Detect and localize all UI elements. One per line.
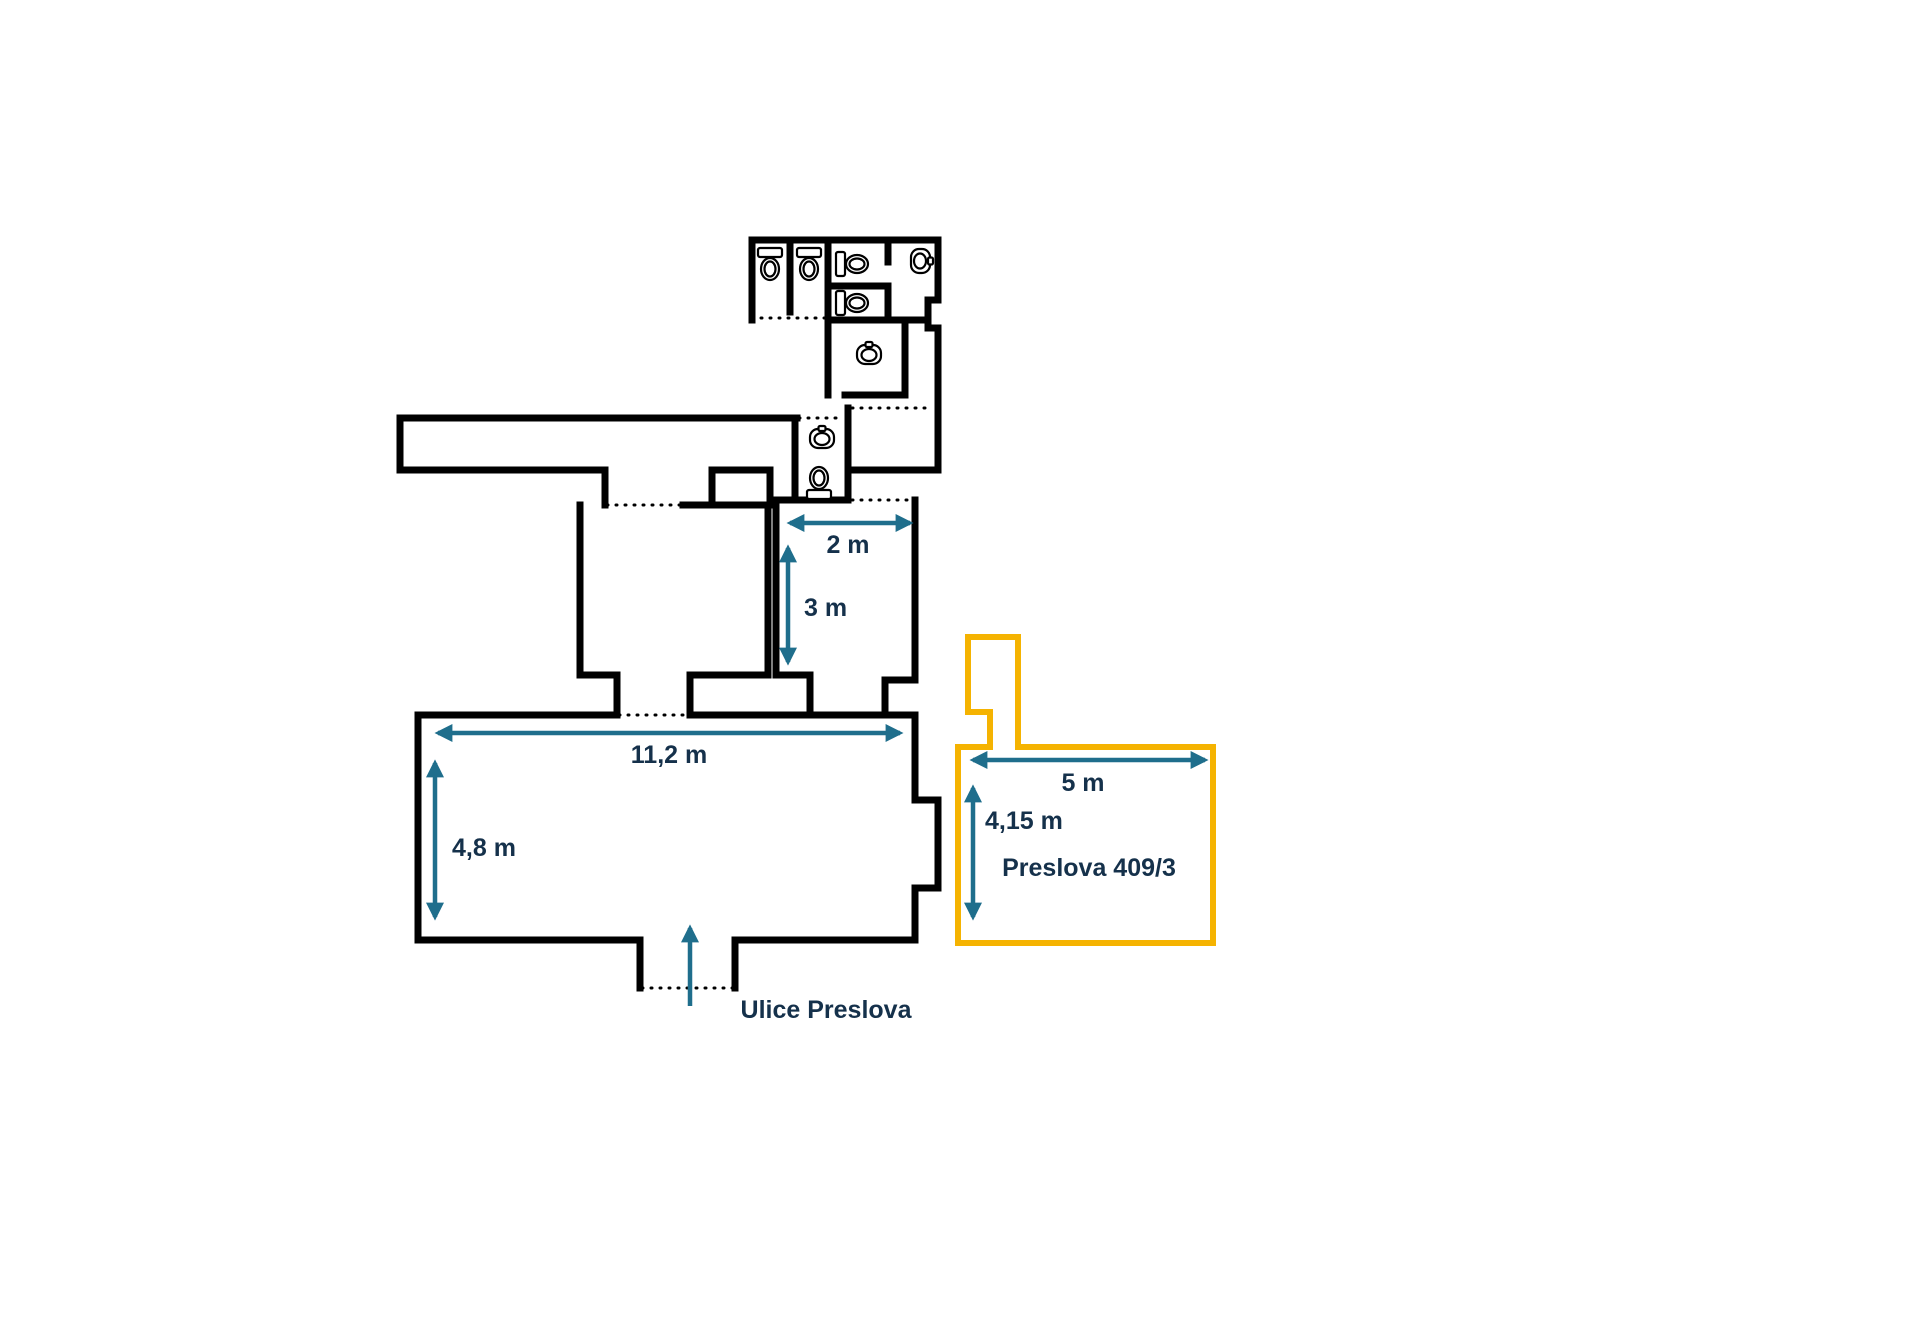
dimension-label: 4,15 m	[985, 807, 1063, 835]
toilet-icon	[805, 465, 833, 501]
dimension-label: 4,8 m	[452, 834, 516, 862]
sink-icon	[855, 340, 883, 366]
highlighted-room-outline	[955, 634, 1216, 946]
dimension-label: 11,2 m	[631, 741, 707, 769]
labels: 2 m 3 m 11,2 m 4,8 m 5 m 4,15 m Preslova…	[452, 531, 1176, 1024]
toilet-icon	[834, 250, 870, 278]
dimension-arrows	[426, 514, 1209, 1006]
door-openings	[605, 316, 935, 990]
toilet-icon	[834, 289, 870, 317]
highlighted-room-label: Preslova 409/3	[1002, 854, 1176, 882]
toilet-icon	[795, 246, 823, 282]
toilet-icon	[756, 246, 784, 282]
wall-lower-block	[414, 496, 942, 992]
sink-icon	[909, 247, 935, 275]
wall-top-block	[396, 236, 942, 509]
dimension-label: 2 m	[826, 531, 869, 559]
sink-icon	[808, 424, 836, 450]
dimension-label: 3 m	[804, 594, 847, 622]
dimension-label: 5 m	[1061, 769, 1104, 797]
street-label: Ulice Preslova	[741, 996, 913, 1024]
